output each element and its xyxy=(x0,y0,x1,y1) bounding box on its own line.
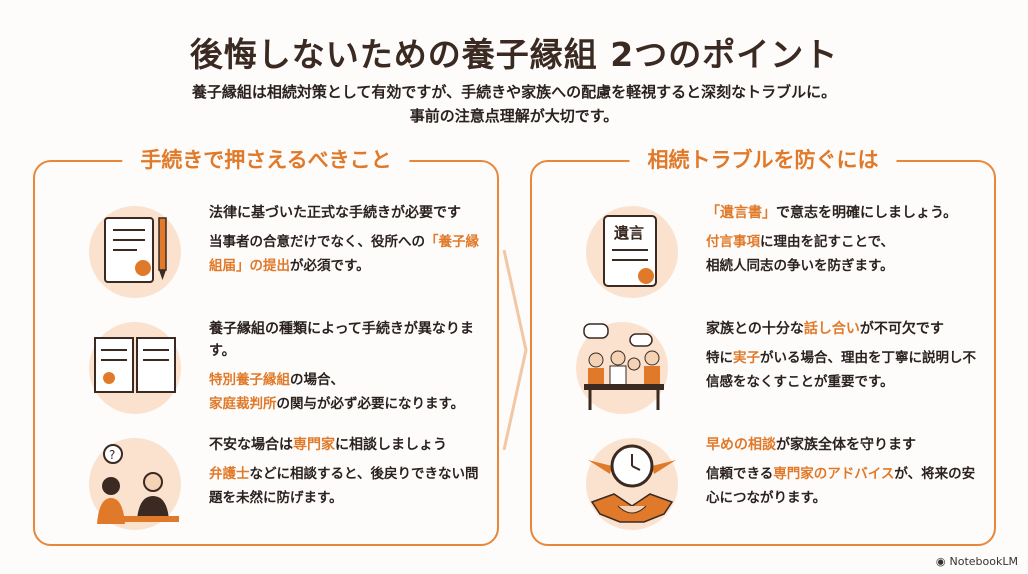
text-segment: などに相談すると、後戻りできない問題を未然に防げます。 xyxy=(209,466,479,506)
text-segment: 専門家 xyxy=(293,437,335,453)
text-segment: が家族全体を守ります xyxy=(776,437,916,453)
notebooklm-logo: ◉NotebookLM xyxy=(936,555,1018,568)
list-item: 養子縁組の種類によって手続きが異なります。 特別養子縁組の場合、家庭裁判所の関与… xyxy=(35,314,497,424)
item-body: 当事者の合意だけでなく、役所への「養子縁組届」の提出が必須です。 xyxy=(209,230,489,278)
list-item: 法律に基づいた正式な手続きが必要です 当事者の合意だけでなく、役所への「養子縁組… xyxy=(35,198,497,308)
two-documents-icon xyxy=(89,322,181,414)
text-segment: が必須です。 xyxy=(290,258,370,274)
will-scroll-icon: 遺言 xyxy=(586,206,678,298)
trouble-prevention-panel: 相続トラブルを防ぐには 遺言 「遺言書」で意志を明確にしましょう。 付言事項に理… xyxy=(530,144,996,546)
consultation-icon: ? xyxy=(89,438,181,530)
subtitle-line: 養子縁組は相続対策として有効ですが、手続きや家族への配慮を軽視すると深刻なトラブ… xyxy=(191,83,837,101)
text-segment: 家族との十分な xyxy=(706,321,804,337)
text-segment: 信頼できる xyxy=(706,466,774,482)
text-segment: 「遺言書」 xyxy=(706,205,776,221)
clock-handshake-icon xyxy=(586,438,678,530)
list-item: ? 不安な場合は専門家に相談しましょう 弁護士などに相談すると、後戻りできない問… xyxy=(35,430,497,540)
item-heading: 早めの相談が家族全体を守ります xyxy=(706,434,986,456)
item-body: 特別養子縁組の場合、家庭裁判所の関与が必ず必要になります。 xyxy=(209,368,489,416)
page-title: 後悔しないための養子縁組 2つのポイント xyxy=(189,35,839,74)
text-segment: 弁護士 xyxy=(209,466,250,482)
panel-title: 相続トラブルを防ぐには xyxy=(629,144,897,174)
item-body: 付言事項に理由を記すことで、相続人同志の争いを防ぎます。 xyxy=(706,230,986,278)
text-segment: の関与が必ず必要になります。 xyxy=(276,396,465,412)
text-segment: 特に xyxy=(706,350,733,366)
text-segment: 不安な場合は xyxy=(209,437,293,453)
family-discussion-icon xyxy=(576,322,668,414)
text-segment: 話し合い xyxy=(803,321,860,337)
item-body: 弁護士などに相談すると、後戻りできない問題を未然に防げます。 xyxy=(209,462,489,510)
text-segment: 特別養子縁組 xyxy=(209,372,290,388)
text-segment: 当事者の合意だけでなく、役所への xyxy=(209,234,425,250)
text-segment: が、将来の安心につながります。 xyxy=(706,466,976,506)
list-item: 早めの相談が家族全体を守ります 信頼できる専門家のアドバイスが、将来の安心につな… xyxy=(532,430,994,540)
text-segment: 家庭裁判所 xyxy=(209,396,277,412)
text-segment: で意志を明確にしましょう。 xyxy=(776,205,958,221)
item-heading: 養子縁組の種類によって手続きが異なります。 xyxy=(209,321,474,359)
text-segment: 実子 xyxy=(733,350,760,366)
svg-text:?: ? xyxy=(109,448,115,462)
svg-text:遺言: 遺言 xyxy=(613,224,644,242)
text-segment: 付言事項 xyxy=(706,234,760,250)
item-heading: 法律に基づいた正式な手続きが必要です xyxy=(209,205,461,221)
text-segment: 「養子縁組届」の提出 xyxy=(209,234,479,274)
item-heading: 家族との十分な話し合いが不可欠です xyxy=(706,318,986,340)
chevron-right-icon xyxy=(502,250,528,450)
item-heading: 「遺言書」で意志を明確にしましょう。 xyxy=(706,202,986,224)
notebooklm-icon: ◉ xyxy=(935,555,946,568)
text-segment: がいる場合、理由を丁寧に説明し不信感をなくすことが重要です。 xyxy=(706,350,976,390)
document-pen-icon xyxy=(89,206,181,298)
procedure-panel: 手続きで押さえるべきこと 法律に基づいた正式な手続きが必要です 当事者の合意だけ… xyxy=(33,144,499,546)
page-subtitle: 養子縁組は相続対策として有効ですが、手続きや家族への配慮を軽視すると深刻なトラブ… xyxy=(0,80,1028,128)
subtitle-line: 事前の注意点理解が大切です。 xyxy=(409,107,619,125)
item-heading: 不安な場合は専門家に相談しましょう xyxy=(209,434,489,456)
text-segment: に相談しましょう xyxy=(335,437,447,453)
text-segment: 専門家のアドバイス xyxy=(773,466,895,482)
text-segment: が不可欠です xyxy=(859,321,944,337)
item-body: 信頼できる専門家のアドバイスが、将来の安心につながります。 xyxy=(706,462,986,510)
text-segment: 早めの相談 xyxy=(706,437,776,453)
list-item: 家族との十分な話し合いが不可欠です 特に実子がいる場合、理由を丁寧に説明し不信感… xyxy=(532,314,994,424)
list-item: 遺言 「遺言書」で意志を明確にしましょう。 付言事項に理由を記すことで、相続人同… xyxy=(532,198,994,308)
text-segment: の場合、 xyxy=(290,372,344,388)
text-segment: 相続人同志の争いを防ぎます。 xyxy=(706,258,894,274)
text-segment: に理由を記すことで、 xyxy=(760,234,895,250)
brand-name: NotebookLM xyxy=(949,555,1018,568)
item-body: 特に実子がいる場合、理由を丁寧に説明し不信感をなくすことが重要です。 xyxy=(706,346,986,394)
panel-title: 手続きで押さえるべきこと xyxy=(122,144,410,174)
